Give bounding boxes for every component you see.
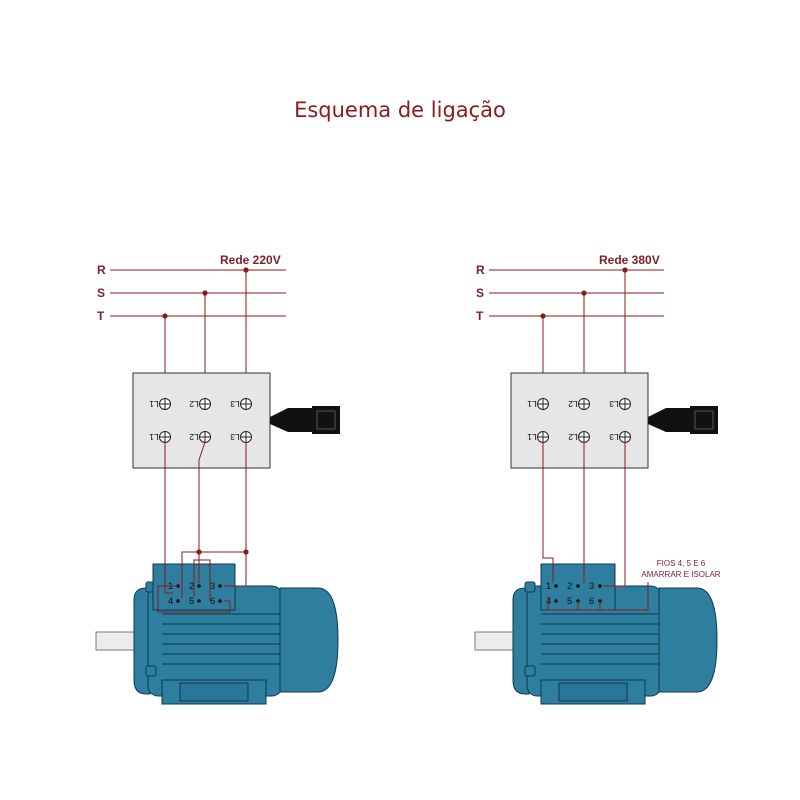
- motor-wiring: [157, 441, 247, 613]
- switch-label: L1: [527, 432, 537, 442]
- note-line-1: FIOS 4, 5 E 6: [657, 559, 706, 568]
- phase-label-s: S: [476, 286, 484, 300]
- switch-label: L1: [149, 399, 159, 409]
- motor-terminal-label: 4: [168, 596, 173, 607]
- switch-terminal: [199, 431, 211, 443]
- motor-terminal-label: 4: [546, 596, 551, 607]
- switch-terminal: [159, 431, 171, 443]
- switch-terminal: [578, 431, 590, 443]
- phase-label-t: T: [97, 309, 105, 323]
- page-title: Esquema de ligação: [294, 98, 506, 122]
- motor-terminal-label: 5: [189, 596, 194, 607]
- switch-label: L2: [568, 399, 578, 409]
- electric-motor: [474, 563, 718, 705]
- switch-terminal: [537, 431, 549, 443]
- motor-wiring: [542, 442, 649, 611]
- motor-terminal-label: 6: [589, 596, 594, 607]
- switch-box: [510, 372, 649, 469]
- phase-label-r: R: [476, 263, 485, 277]
- phase-label-s: S: [97, 286, 105, 300]
- phase-lines: [110, 269, 286, 317]
- electric-motor: [95, 563, 339, 705]
- switch-label: L2: [568, 432, 578, 442]
- switch-terminals: [159, 398, 252, 443]
- switch-label: L2: [189, 399, 199, 409]
- switch-terminal: [578, 398, 590, 410]
- phase-label-r: R: [97, 263, 106, 277]
- motor-terminal-label: 6: [210, 596, 215, 607]
- motor-terminal-label: 2: [567, 581, 572, 592]
- switch-terminal: [159, 398, 171, 410]
- switch-label: L3: [230, 432, 240, 442]
- motor-terminal-label: 3: [589, 581, 594, 592]
- switch-label: L2: [189, 432, 199, 442]
- diagram-380v: R S T Rede 380V: [474, 253, 721, 705]
- switch-label: L3: [609, 432, 619, 442]
- switch-handle: [648, 406, 718, 434]
- switch-label: L3: [609, 399, 619, 409]
- switch-terminal: [619, 398, 631, 410]
- switch-terminal: [240, 431, 252, 443]
- switch-terminal: [199, 398, 211, 410]
- switch-terminal: [240, 398, 252, 410]
- note-line-2: AMARRAR E ISOLAR: [641, 570, 720, 579]
- switch-terminal: [537, 398, 549, 410]
- diagram-220v: R S T Rede 220V: [95, 253, 340, 705]
- phase-label-t: T: [476, 309, 484, 323]
- switch-label: L1: [149, 432, 159, 442]
- switch-label: L3: [230, 399, 240, 409]
- network-label: Rede 220V: [220, 253, 281, 267]
- phase-lines: [489, 269, 664, 317]
- motor-terminal-label: 2: [189, 581, 194, 592]
- switch-handle: [270, 406, 340, 434]
- switch-terminal: [619, 431, 631, 443]
- motor-terminal-label: 3: [210, 581, 215, 592]
- switch-label: L1: [527, 399, 537, 409]
- motor-terminal-label: 5: [567, 596, 572, 607]
- network-label: Rede 380V: [599, 253, 660, 267]
- motor-terminal-label: 1: [546, 581, 551, 592]
